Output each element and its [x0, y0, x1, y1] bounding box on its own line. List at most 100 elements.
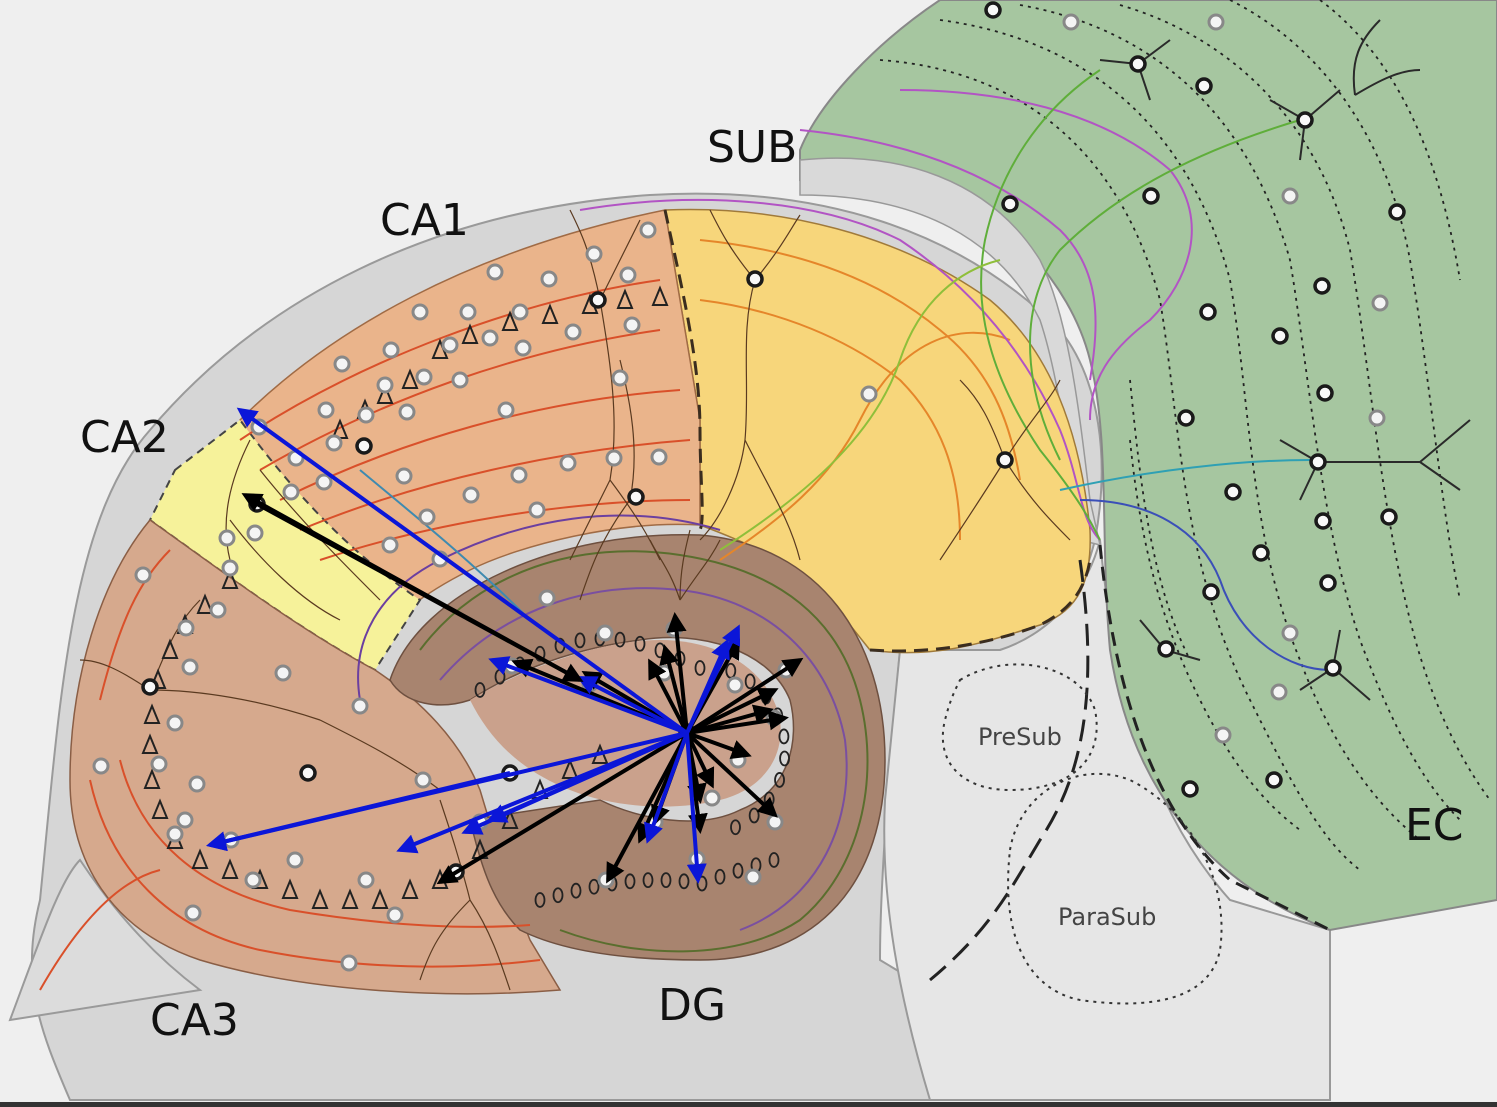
pyramidal-cell: [616, 288, 634, 309]
interneuron-cell: [177, 619, 195, 637]
principal-cell: [589, 291, 607, 309]
interneuron-cell: [766, 813, 784, 831]
projection-arrow-black: [686, 731, 752, 759]
interneuron-cell: [418, 508, 436, 526]
granule-cell: [732, 862, 744, 879]
principal-cell: [1316, 384, 1334, 402]
interneuron-cell: [166, 825, 184, 843]
projection-arrow-black: [256, 502, 584, 682]
granule-cell: [614, 631, 626, 648]
projection-arrow-blue: [488, 656, 688, 735]
interneuron-cell: [639, 221, 657, 239]
principal-cell: [1265, 771, 1283, 789]
interneuron-cell: [395, 467, 413, 485]
pyramidal-cell: [376, 383, 394, 404]
granule-cell: [660, 872, 672, 889]
granule-cell: [474, 682, 486, 698]
interneuron-cell: [244, 871, 262, 889]
granule-cell: [634, 635, 646, 652]
interneuron-cell: [357, 406, 375, 424]
principal-cell: [1388, 203, 1406, 221]
bottom-border: [0, 1102, 1497, 1107]
interneuron-cell: [623, 316, 641, 334]
dendrites: [79, 209, 1071, 991]
principal-cell: [1195, 77, 1213, 95]
interneuron-cell: [176, 811, 194, 829]
principal-cell: [1296, 111, 1314, 129]
pyramidal-cell: [541, 303, 559, 324]
principal-cell: [1224, 483, 1242, 501]
principal-cell: [1157, 640, 1175, 658]
projection-arrow-black: [685, 657, 804, 735]
projection-arrow-blue: [236, 407, 689, 735]
principal-cell: [1177, 409, 1195, 427]
interneuron-cell: [1281, 624, 1299, 642]
interneuron-cell: [134, 566, 152, 584]
parasub-boundary: [929, 559, 1090, 982]
pyramidal-cell: [401, 368, 419, 389]
interneuron-cell: [376, 376, 394, 394]
interneuron-cell: [351, 697, 369, 715]
interneuron-cell: [246, 524, 264, 542]
principal-cell: [1314, 512, 1332, 530]
interneuron-cell: [497, 401, 515, 419]
interneuron-cell: [325, 434, 343, 452]
interneuron-cell: [92, 757, 110, 775]
interneuron-cell: [398, 403, 416, 421]
principal-cell: [1001, 195, 1019, 213]
projection-arrow-blue: [685, 624, 741, 734]
principal-cell: [141, 678, 159, 696]
cell-bodies: [92, 1, 1406, 972]
interneuron-cell: [386, 906, 404, 924]
granule-cell: [744, 673, 756, 690]
interneuron-cell: [274, 664, 292, 682]
granule-cell: [534, 892, 546, 908]
interneuron-cell: [1214, 726, 1232, 744]
pyramidal-cell: [341, 888, 359, 909]
granule-cell: [779, 750, 790, 767]
granule-cell: [624, 873, 636, 890]
label-ca2: CA2: [80, 412, 169, 463]
interneuron-cell: [1207, 13, 1225, 31]
interneuron-cell: [462, 486, 480, 504]
principal-cell: [996, 451, 1014, 469]
interneuron-cell: [564, 323, 582, 341]
interneuron-cell: [221, 559, 239, 577]
pyramidal-cell: [221, 858, 239, 879]
interneuron-cell: [382, 341, 400, 359]
interneuron-cell: [596, 624, 614, 642]
granule-cell: [768, 852, 780, 868]
principal-cell: [627, 488, 645, 506]
interneuron-cell: [538, 589, 556, 607]
pyramidal-cell: [143, 703, 161, 724]
pyramidal-cell-layer: [141, 285, 669, 909]
principal-cell: [1380, 508, 1398, 526]
projection-arrow-blue: [644, 732, 689, 844]
pyramidal-cell: [151, 798, 169, 819]
granule-cell: [730, 819, 741, 836]
interneuron-cell: [218, 529, 236, 547]
projection-arrow-black: [686, 688, 779, 735]
granule-cell: [714, 868, 726, 885]
interneuron-cell: [1368, 409, 1386, 427]
projection-arrow-black: [648, 658, 689, 734]
interneuron-cell: [188, 775, 206, 793]
label-ca1: CA1: [380, 195, 469, 246]
pyramidal-cell: [143, 768, 161, 789]
granule-cell: [774, 772, 785, 788]
interneuron-cell: [441, 336, 459, 354]
principal-cell: [1313, 277, 1331, 295]
projection-arrow-black: [666, 612, 689, 734]
interneuron-cell: [1281, 187, 1299, 205]
interneuron-cell: [703, 789, 721, 807]
interneuron-cell: [605, 449, 623, 467]
interneuron-cell: [411, 303, 429, 321]
interneuron-cell: [860, 385, 878, 403]
ca3-tail: [8, 858, 203, 1022]
pyramidal-cell: [311, 888, 329, 909]
granule-cell: [694, 660, 706, 676]
pyramidal-cell: [651, 285, 669, 306]
projection-arrow-blue: [206, 771, 511, 851]
ec-boundary: [1098, 544, 1331, 932]
